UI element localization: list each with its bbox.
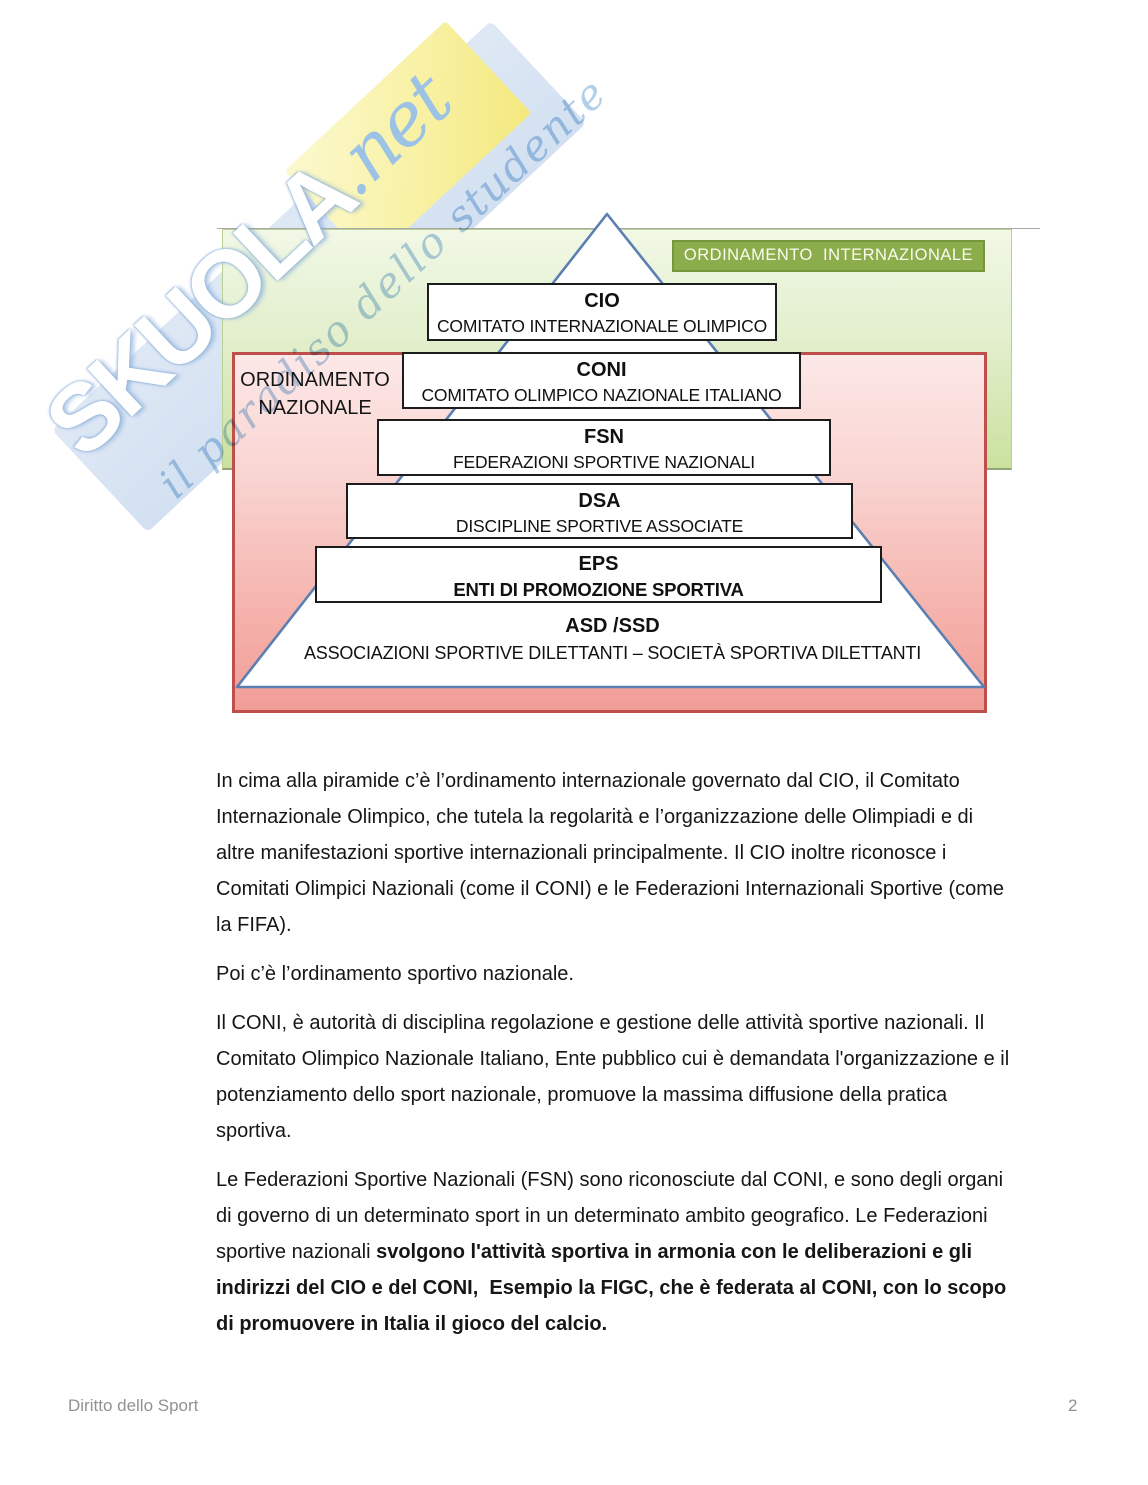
pyramid-level-dsa: DSA DISCIPLINE SPORTIVE ASSOCIATE bbox=[346, 483, 853, 539]
level-acronym: EPS bbox=[578, 553, 619, 575]
level-acronym: FSN bbox=[584, 426, 624, 448]
pyramid-level-coni: CONI COMITATO OLIMPICO NAZIONALE ITALIAN… bbox=[402, 352, 801, 409]
national-label-line2: NAZIONALE bbox=[258, 397, 372, 419]
level-acronym: CONI bbox=[576, 359, 627, 381]
level-name: ASSOCIAZIONI SPORTIVE DILETTANTI – SOCIE… bbox=[303, 643, 922, 663]
paragraph-2-text: Poi c’è l’ordinamento sportivo nazionale… bbox=[216, 963, 574, 985]
pyramid-level-cio: CIO COMITATO INTERNAZIONALE OLIMPICO bbox=[427, 283, 777, 341]
level-name: COMITATO INTERNAZIONALE OLIMPICO bbox=[436, 316, 768, 336]
international-label-badge: ORDINAMENTO INTERNAZIONALE bbox=[672, 240, 985, 272]
level-name: ENTI DI PROMOZIONE SPORTIVA bbox=[453, 579, 744, 600]
footer-document-title: Diritto dello Sport bbox=[68, 1396, 199, 1415]
footer-page-number: 2 bbox=[1068, 1396, 1078, 1415]
level-name: FEDERAZIONI SPORTIVE NAZIONALI bbox=[453, 452, 755, 472]
pyramid-level-asd-ssd: ASD /SSD ASSOCIAZIONI SPORTIVE DILETTANT… bbox=[240, 612, 985, 666]
paragraph-3-text: Il CONI, è autorità di disciplina regola… bbox=[216, 1012, 1015, 1142]
paragraph-3: Il CONI, è autorità di disciplina regola… bbox=[216, 1005, 1013, 1149]
paragraph-4: Le Federazioni Sportive Nazionali (FSN) … bbox=[216, 1162, 1013, 1342]
pyramid-level-eps: EPS ENTI DI PROMOZIONE SPORTIVA bbox=[315, 546, 882, 603]
level-acronym: DSA bbox=[578, 490, 621, 512]
level-name: COMITATO OLIMPICO NAZIONALE ITALIANO bbox=[421, 385, 782, 405]
paragraph-1-text: In cima alla piramide c’è l’ordinamento … bbox=[216, 770, 1010, 936]
national-label: ORDINAMENTO NAZIONALE bbox=[240, 366, 390, 422]
paragraph-4-bold-text: svolgono l'attività sportiva in armonia … bbox=[216, 1241, 1012, 1335]
level-acronym: CIO bbox=[584, 290, 620, 312]
paragraph-1: In cima alla piramide c’è l’ordinamento … bbox=[216, 763, 1013, 943]
paragraph-2: Poi c’è l’ordinamento sportivo nazionale… bbox=[216, 956, 1013, 992]
level-name: DISCIPLINE SPORTIVE ASSOCIATE bbox=[455, 516, 744, 536]
diagram-top-divider bbox=[217, 228, 1040, 229]
body-text: In cima alla piramide c’è l’ordinamento … bbox=[216, 763, 1013, 1355]
paragraph-4-text: Le Federazioni Sportive Nazionali (FSN) … bbox=[216, 1169, 1009, 1263]
national-label-line1: ORDINAMENTO bbox=[240, 369, 390, 391]
level-acronym: ASD /SSD bbox=[565, 615, 660, 637]
pyramid-level-fsn: FSN FEDERAZIONI SPORTIVE NAZIONALI bbox=[377, 419, 831, 476]
